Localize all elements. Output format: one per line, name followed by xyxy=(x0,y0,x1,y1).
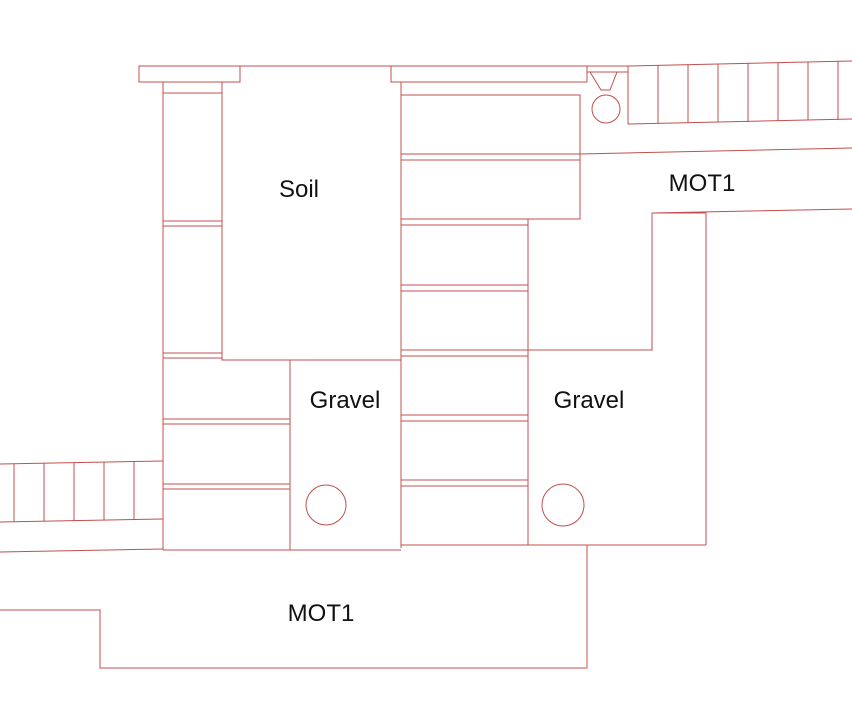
lower-mot1-layer xyxy=(0,545,588,669)
bottom-left-paving xyxy=(0,460,164,523)
gravel-right-label: Gravel xyxy=(554,387,625,414)
right-drain-pipe xyxy=(541,483,585,527)
left-wall-blocks xyxy=(162,82,401,551)
top-right-drain-detail xyxy=(586,65,628,124)
soil-label: Soil xyxy=(279,176,319,203)
left-drain-pipe xyxy=(305,484,347,526)
mot1-upper-label: MOT1 xyxy=(669,170,736,197)
right-gravel-drain xyxy=(528,212,707,545)
upper-mot1-layer xyxy=(579,147,852,214)
left-gravel-drain xyxy=(289,360,347,550)
top-right-paving xyxy=(627,60,852,125)
gravel-left-label: Gravel xyxy=(310,387,381,414)
top-right-drain-pipe xyxy=(591,94,621,124)
soil-region xyxy=(221,82,402,548)
mot1-lower-label: MOT1 xyxy=(288,600,355,627)
top-cap-slabs xyxy=(138,65,588,83)
right-wall-blocks xyxy=(401,94,706,546)
